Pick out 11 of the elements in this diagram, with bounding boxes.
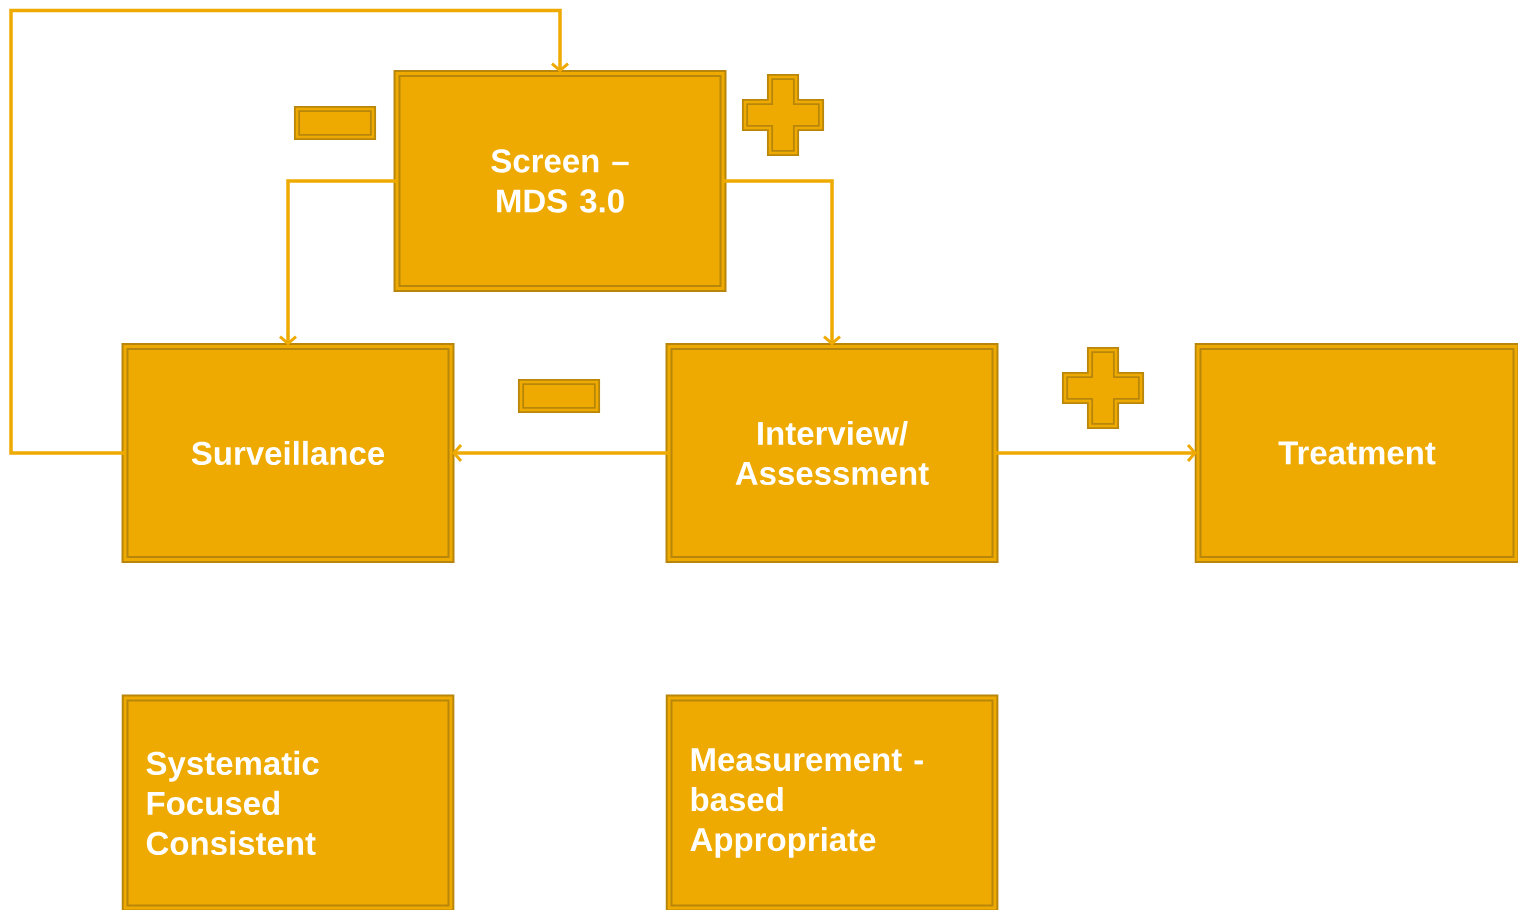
process-box: Screen – MDS 3.0 — [393, 70, 727, 292]
process-box: Systematic Focused Consistent — [121, 694, 455, 910]
process-box: Measurement -based Appropriate — [665, 694, 999, 910]
process-box: Treatment — [1194, 343, 1518, 563]
arrow — [452, 444, 668, 462]
arrow — [724, 179, 841, 346]
arrow — [996, 444, 1197, 462]
process-box: Surveillance — [121, 343, 455, 563]
process-box: Interview/ Assessment — [665, 343, 999, 563]
arrow — [279, 179, 396, 346]
arrow — [9, 8, 569, 455]
